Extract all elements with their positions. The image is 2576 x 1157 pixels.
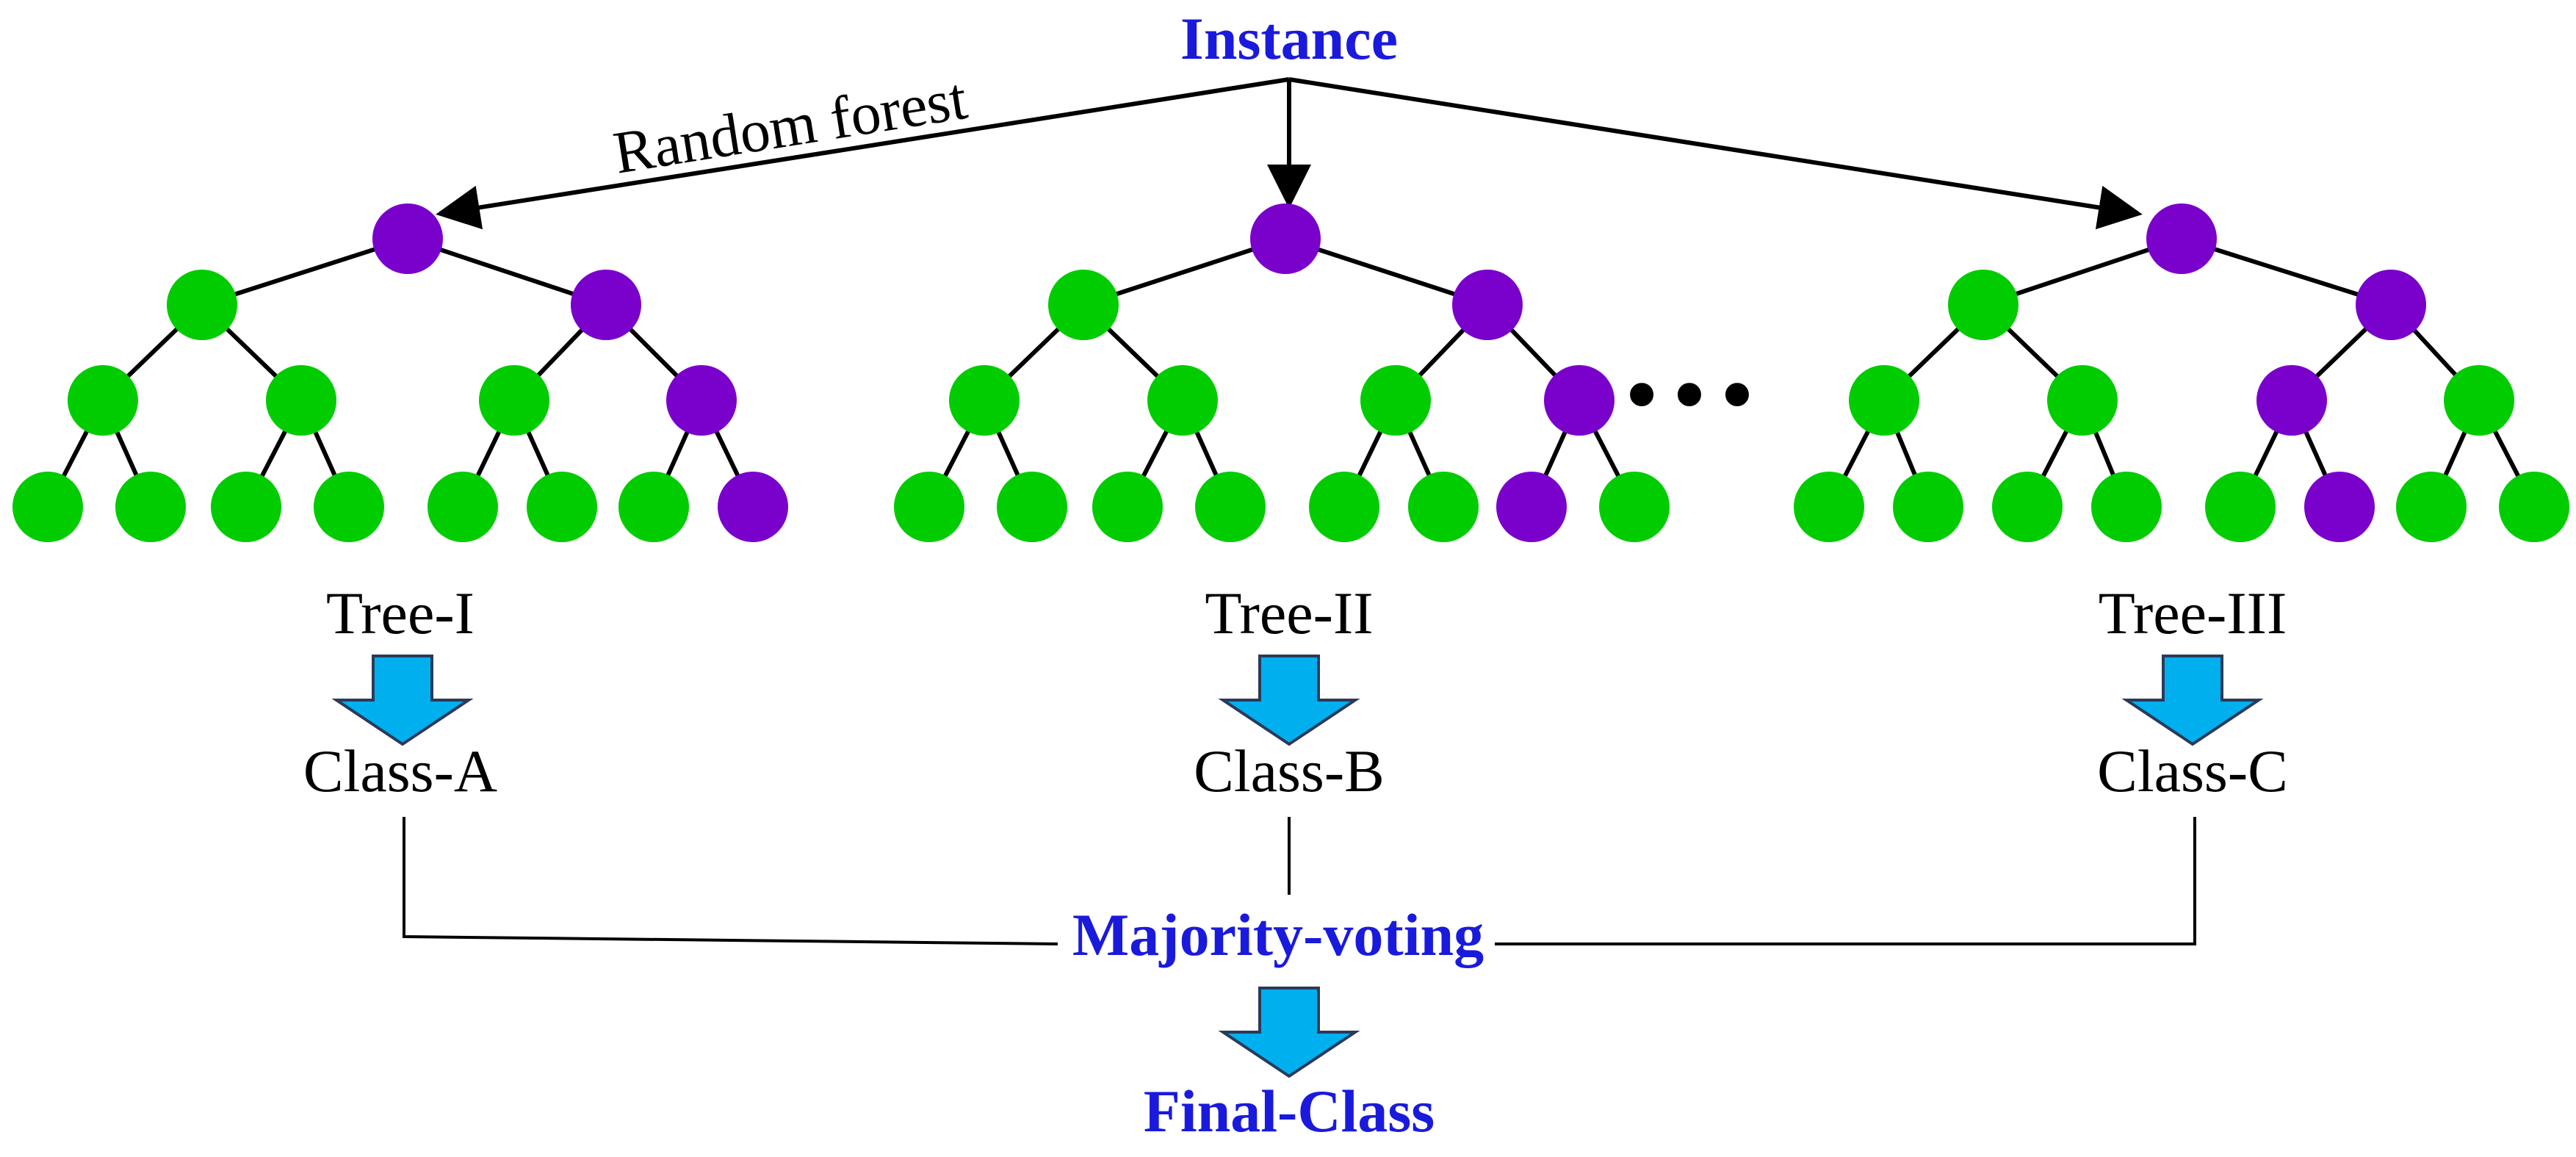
connector-class-a [403,817,1058,945]
tree-node-decision-path [1544,365,1614,436]
tree-node [1408,472,1479,542]
tree-node [1849,365,1919,436]
tree-node [2047,365,2118,436]
tree-node [211,472,281,542]
tree-node [1147,365,1218,436]
tree-node [1948,270,2018,340]
tree-node [68,365,138,436]
tree-1-name: Tree-I [326,580,475,646]
down-arrow-icon-tree-2 [1218,655,1360,746]
down-arrow-icon-final [1218,987,1360,1078]
tree-node [997,472,1067,542]
down-arrow-icon-tree-3 [2121,655,2264,746]
tree-edge [2181,237,2392,307]
ellipsis: ••• [1618,350,1761,444]
tree-node [266,365,336,436]
tree-node [894,472,964,542]
tree-edge [1083,237,1286,307]
arrow-to-tree-1 [436,77,1290,230]
majority-voting-label: Majority-voting [1072,901,1484,968]
tree-edge [1285,237,1488,307]
class-a-label: Class-A [303,738,497,804]
class-c-label: Class-C [2097,738,2288,804]
tree-node [479,365,549,436]
tree-node [2444,365,2514,436]
tree-node [949,365,1020,436]
random-forest-label: Random forest [609,65,972,187]
tree-edge [201,237,408,307]
tree-node [427,472,498,542]
tree-node [1794,472,1864,542]
tree-node-decision-path [372,203,443,274]
instance-label: Instance [1180,5,1398,72]
tree-node [2396,472,2467,542]
tree-node-decision-path [2304,472,2375,542]
tree-node-decision-path [1452,270,1523,340]
tree-node [1360,365,1431,436]
tree-node [527,472,597,542]
tree-node [2205,472,2276,542]
class-b-label: Class-B [1194,738,1385,804]
connector-class-c [1495,817,2196,945]
tree-node [1992,472,2063,542]
tree-node-decision-path [2256,365,2327,436]
tree-node-decision-path [571,270,641,340]
tree-node [1599,472,1670,542]
tree-node [2499,472,2569,542]
tree-node-decision-path [666,365,737,436]
tree-node-decision-path [1496,472,1567,542]
down-arrow-icon-tree-1 [331,655,474,746]
tree-node [1048,270,1119,340]
tree-node-decision-path [2356,270,2426,340]
trees-group [12,203,2569,542]
tree-node [618,472,689,542]
tree-node [1092,472,1163,542]
tree-node-decision-path [718,472,788,542]
tree-3-name: Tree-III [2099,580,2287,646]
tree-node [1893,472,1963,542]
tree-2-name: Tree-II [1205,580,1373,646]
tree-node [1309,472,1379,542]
tree-node [167,270,237,340]
tree-node-decision-path [2146,203,2217,274]
tree-node [314,472,384,542]
tree-node [115,472,186,542]
tree-1 [12,203,788,542]
tree-node [2091,472,2162,542]
down-arrows [331,655,2264,1078]
tree-3 [1794,203,2569,542]
tree-node [12,472,83,542]
final-class-label: Final-Class [1144,1078,1435,1145]
tree-node [1195,472,1266,542]
tree-node-decision-path [1250,203,1321,274]
arrow-to-tree-3 [1288,77,2143,230]
tree-2 [894,203,1670,542]
